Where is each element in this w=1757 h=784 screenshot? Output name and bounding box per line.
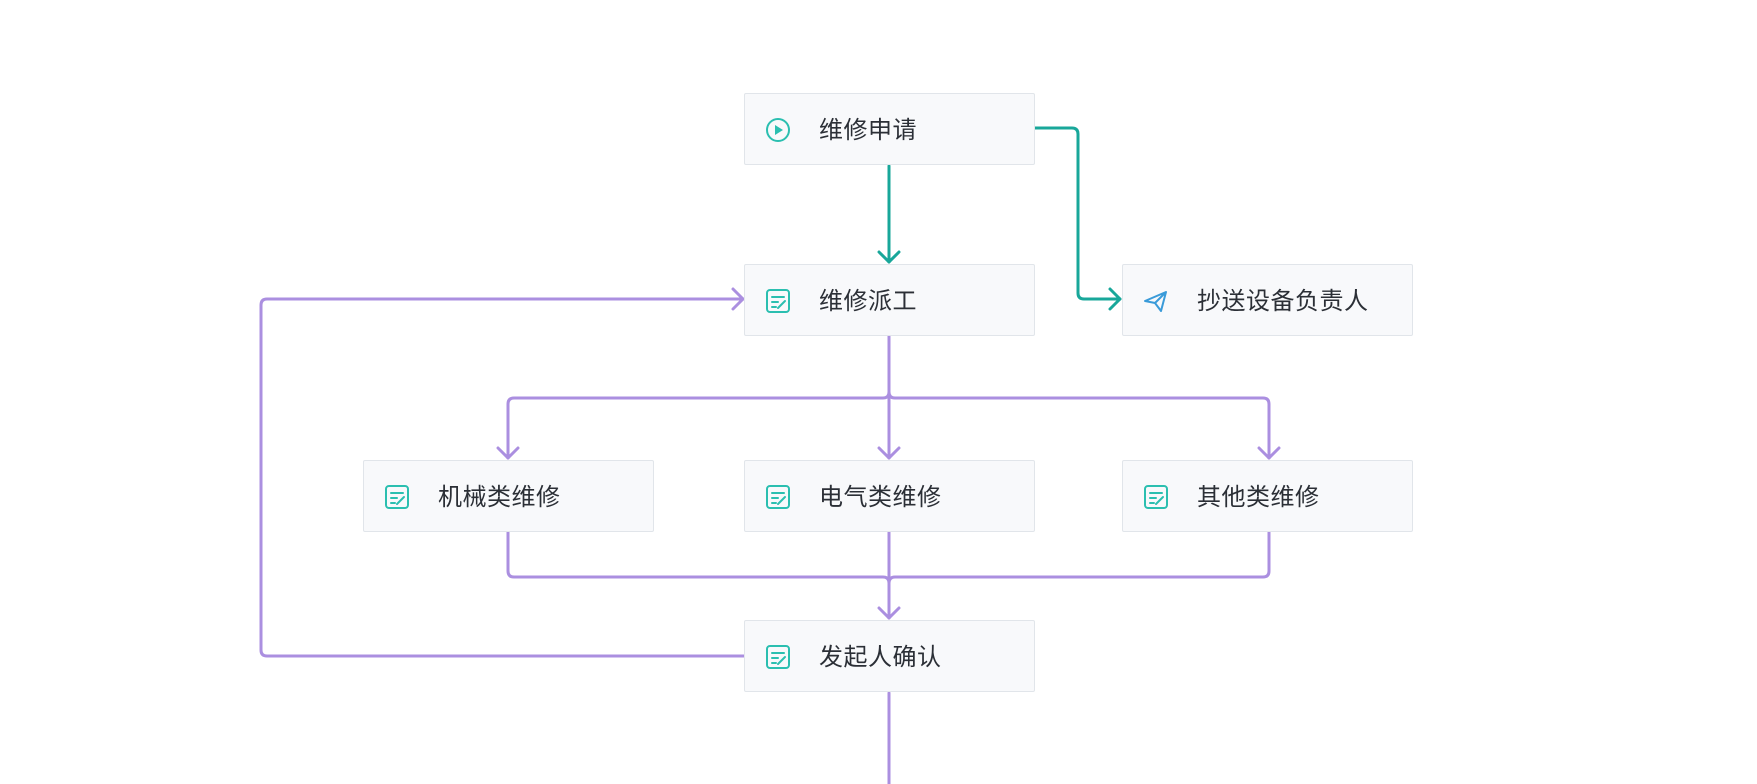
node-label: 维修派工	[819, 287, 917, 315]
form-icon	[764, 287, 792, 315]
edge-n4-to-n7[interactable]	[506, 530, 891, 585]
edge-n2-to-n6[interactable]	[887, 390, 1271, 460]
node-electrical-repair[interactable]: 电气类维修	[744, 460, 1035, 532]
form-icon	[764, 643, 792, 671]
form-icon	[383, 483, 411, 511]
edge-n7-arrowhead	[877, 606, 901, 620]
edge-n1-to-n3[interactable]	[1032, 126, 1122, 301]
node-repair-request[interactable]: 维修申请	[744, 93, 1035, 165]
edge-n2-to-n5-arrowhead	[877, 446, 901, 460]
edge-n7-to-n2-loop[interactable]	[259, 297, 746, 658]
form-icon	[1142, 483, 1170, 511]
node-label: 其他类维修	[1197, 483, 1320, 511]
form-icon	[764, 483, 792, 511]
node-mechanical-repair[interactable]: 机械类维修	[363, 460, 654, 532]
node-repair-dispatch[interactable]: 维修派工	[744, 264, 1035, 336]
node-label: 机械类维修	[438, 483, 561, 511]
edge-n2-to-n4-arrowhead	[496, 446, 520, 460]
edge-n6-to-n7[interactable]	[887, 530, 1271, 585]
paper-plane-icon	[1142, 287, 1170, 315]
node-label: 电气类维修	[819, 483, 942, 511]
play-circle-icon	[764, 116, 792, 144]
edge-n2-split[interactable]	[506, 334, 891, 460]
node-label: 发起人确认	[819, 643, 942, 671]
node-initiator-confirm[interactable]: 发起人确认	[744, 620, 1035, 692]
node-other-repair[interactable]: 其他类维修	[1122, 460, 1413, 532]
edge-n7-to-n2-arrowhead	[731, 287, 745, 311]
edge-n1-to-n3-arrowhead	[1108, 287, 1122, 311]
edge-n2-to-n6-arrowhead	[1257, 446, 1281, 460]
node-label: 维修申请	[819, 116, 917, 144]
edge-n1-to-n2-arrowhead	[877, 250, 901, 264]
node-label: 抄送设备负责人	[1197, 287, 1369, 315]
node-cc-equipment-owner[interactable]: 抄送设备负责人	[1122, 264, 1413, 336]
